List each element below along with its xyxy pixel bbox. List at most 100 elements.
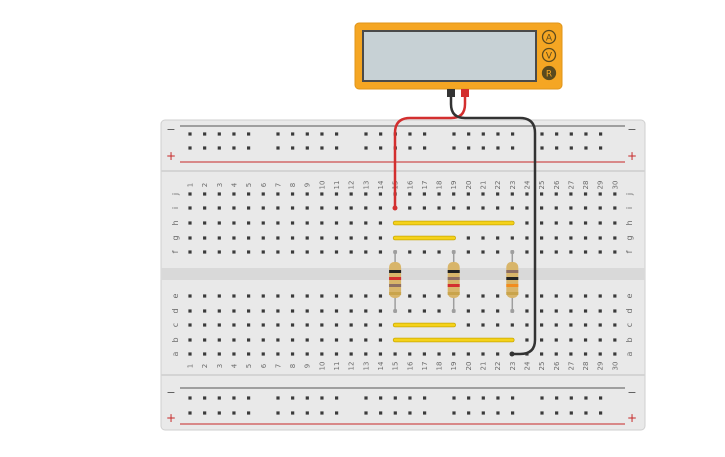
hole-f7[interactable] <box>276 250 280 254</box>
bottom-rail-plus-hole-21[interactable] <box>540 411 544 415</box>
hole-g23[interactable] <box>510 236 514 240</box>
hole-f18[interactable] <box>437 250 441 254</box>
top-rail-plus-hole-20[interactable] <box>511 146 515 150</box>
red-probe-jack[interactable] <box>461 89 469 97</box>
top-rail-plus-hole-7[interactable] <box>291 146 295 150</box>
bottom-rail-minus-hole-6[interactable] <box>276 396 280 400</box>
hole-b1[interactable] <box>188 338 192 342</box>
bottom-rail-plus-hole-20[interactable] <box>511 411 515 415</box>
hole-e5[interactable] <box>247 294 251 298</box>
bottom-rail-plus-hole-12[interactable] <box>379 411 383 415</box>
hole-g20[interactable] <box>466 236 470 240</box>
hole-f4[interactable] <box>232 250 236 254</box>
hole-j27[interactable] <box>569 192 573 196</box>
hole-d14[interactable] <box>378 309 383 313</box>
top-rail-plus-hole-8[interactable] <box>305 146 309 150</box>
hole-d24[interactable] <box>525 309 529 313</box>
hole-i27[interactable] <box>569 206 573 210</box>
hole-f16[interactable] <box>408 250 412 254</box>
bottom-rail-minus-hole-11[interactable] <box>364 396 368 400</box>
hole-e17[interactable] <box>422 294 426 298</box>
top-rail-minus-hole-1[interactable] <box>188 132 192 136</box>
hole-c25[interactable] <box>540 323 544 327</box>
hole-e20[interactable] <box>466 294 470 298</box>
top-rail-minus-hole-25[interactable] <box>599 132 603 136</box>
top-rail-minus-hole-11[interactable] <box>364 132 368 136</box>
red-probe-tip[interactable] <box>392 205 398 211</box>
hole-b7[interactable] <box>276 338 280 342</box>
hole-i25[interactable] <box>540 206 544 210</box>
hole-a13[interactable] <box>364 352 368 356</box>
hole-e2[interactable] <box>203 294 207 298</box>
hole-h7[interactable] <box>276 221 280 225</box>
hole-f3[interactable] <box>217 250 221 254</box>
hole-b13[interactable] <box>364 338 368 342</box>
top-rail-minus-hole-15[interactable] <box>423 132 427 136</box>
bottom-rail-minus-hole-3[interactable] <box>217 396 221 400</box>
hole-h4[interactable] <box>232 221 236 225</box>
hole-j22[interactable] <box>496 192 500 196</box>
hole-i1[interactable] <box>188 206 192 210</box>
bottom-rail-plus-hole-22[interactable] <box>555 411 559 415</box>
hole-f9[interactable] <box>305 250 309 254</box>
hole-a18[interactable] <box>437 352 441 356</box>
hole-a19[interactable] <box>452 352 456 356</box>
top-rail-plus-hole-23[interactable] <box>569 146 573 150</box>
hole-i11[interactable] <box>334 206 339 210</box>
hole-j2[interactable] <box>203 192 207 196</box>
hole-b27[interactable] <box>569 338 573 342</box>
hole-a6[interactable] <box>261 352 265 356</box>
hole-f10[interactable] <box>320 250 324 254</box>
hole-h30[interactable] <box>613 221 617 225</box>
hole-g9[interactable] <box>305 236 309 240</box>
hole-d28[interactable] <box>583 309 588 313</box>
bottom-rail-minus-hole-25[interactable] <box>599 396 603 400</box>
hole-i18[interactable] <box>437 206 441 210</box>
top-rail-minus-hole-4[interactable] <box>232 132 236 136</box>
hole-b14[interactable] <box>378 338 383 342</box>
bottom-rail-minus-hole-22[interactable] <box>555 396 559 400</box>
hole-j29[interactable] <box>598 192 602 196</box>
bottom-rail-plus-hole-23[interactable] <box>569 411 573 415</box>
top-rail-plus-hole-9[interactable] <box>320 146 324 150</box>
hole-g30[interactable] <box>613 236 617 240</box>
hole-a1[interactable] <box>188 352 192 356</box>
hole-a11[interactable] <box>334 352 339 356</box>
multimeter[interactable]: A V R <box>354 22 563 97</box>
hole-b25[interactable] <box>540 338 544 342</box>
hole-i20[interactable] <box>466 206 470 210</box>
hole-j25[interactable] <box>540 192 544 196</box>
hole-g1[interactable] <box>188 236 192 240</box>
breadboard[interactable]: − + − + − + − + <box>160 119 646 431</box>
top-rail-minus-hole-2[interactable] <box>203 132 207 136</box>
hole-i4[interactable] <box>232 206 236 210</box>
bottom-rail-plus-hole-10[interactable] <box>335 411 339 415</box>
hole-j3[interactable] <box>217 192 221 196</box>
bottom-rail-minus-hole-16[interactable] <box>452 396 456 400</box>
hole-g22[interactable] <box>496 236 500 240</box>
top-rail-plus-hole-11[interactable] <box>364 146 368 150</box>
hole-c21[interactable] <box>481 323 485 327</box>
hole-g24[interactable] <box>525 236 529 240</box>
top-rail-minus-hole-23[interactable] <box>569 132 573 136</box>
hole-i9[interactable] <box>305 206 309 210</box>
top-rail-plus-hole-3[interactable] <box>217 146 221 150</box>
hole-b2[interactable] <box>203 338 207 342</box>
hole-a5[interactable] <box>247 352 251 356</box>
hole-h12[interactable] <box>349 221 353 225</box>
hole-f29[interactable] <box>598 250 602 254</box>
hole-h29[interactable] <box>598 221 602 225</box>
top-rail-minus-hole-24[interactable] <box>584 132 588 136</box>
hole-e21[interactable] <box>481 294 485 298</box>
hole-e18[interactable] <box>437 294 441 298</box>
hole-e13[interactable] <box>364 294 368 298</box>
hole-e25[interactable] <box>540 294 544 298</box>
hole-j28[interactable] <box>583 192 588 196</box>
bottom-rail-minus-hole-14[interactable] <box>408 396 412 400</box>
hole-f14[interactable] <box>378 250 383 254</box>
hole-c8[interactable] <box>290 323 295 327</box>
hole-f2[interactable] <box>203 250 207 254</box>
hole-b5[interactable] <box>247 338 251 342</box>
hole-a28[interactable] <box>583 352 588 356</box>
hole-j17[interactable] <box>422 192 426 196</box>
